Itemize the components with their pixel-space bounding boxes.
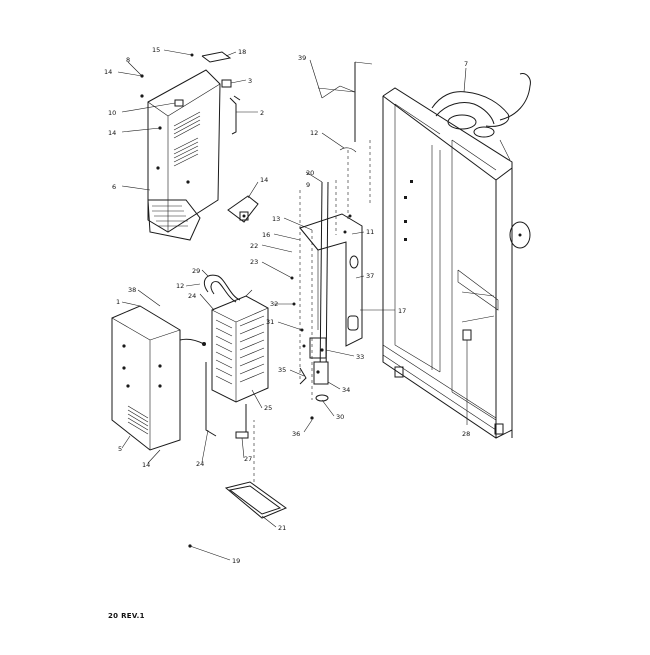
diagram-footer-code: 20 REV.1 xyxy=(108,612,145,620)
callout-2: 2 xyxy=(260,109,264,117)
callout-35: 35 xyxy=(278,366,286,374)
callout-34: 34 xyxy=(342,386,350,394)
callout-37: 37 xyxy=(366,272,374,280)
fan-motor-bracket xyxy=(227,195,259,223)
evaporator-cover-panel xyxy=(140,51,241,241)
callout-15-top: 15 xyxy=(152,46,160,54)
defrost-control-bracket xyxy=(290,180,363,420)
callout-36: 36 xyxy=(292,430,300,438)
callout-16: 16 xyxy=(262,231,270,239)
callout-39: 39 xyxy=(298,54,306,62)
drain-trough xyxy=(188,420,288,548)
callout-23: 23 xyxy=(250,258,258,266)
callout-31: 31 xyxy=(266,318,274,326)
callout-3: 3 xyxy=(248,77,252,85)
callout-25: 25 xyxy=(264,404,272,412)
callout-32: 32 xyxy=(270,300,278,308)
callout-29: 29 xyxy=(192,267,200,275)
callout-27: 27 xyxy=(244,455,252,463)
callout-28b: 28 xyxy=(462,430,470,438)
callout-19: 19 xyxy=(232,557,240,565)
callout-7: 7 xyxy=(464,60,468,68)
callout-1: 1 xyxy=(116,298,120,306)
callout-38: 38 xyxy=(128,286,136,294)
callout-12-mid: 12 xyxy=(176,282,184,290)
refrigerator-cabinet xyxy=(382,73,531,439)
callout-14-bracket: 14 xyxy=(260,176,268,184)
callout-21: 21 xyxy=(278,524,286,532)
wire-harness xyxy=(317,61,373,220)
callout-17: 17 xyxy=(398,307,406,315)
callout-8: 8 xyxy=(126,56,130,64)
callout-24-top: 24 xyxy=(188,292,196,300)
callout-20: 20 xyxy=(306,169,314,177)
callout-14-bottom: 14 xyxy=(142,461,150,469)
callout-11: 11 xyxy=(366,228,374,236)
callout-30: 30 xyxy=(336,413,344,421)
callout-33: 33 xyxy=(356,353,364,361)
callout-24-bottom: 24 xyxy=(196,460,204,468)
leader-lines xyxy=(117,49,467,561)
callout-5: 5 xyxy=(118,445,122,453)
callout-14-mid: 14 xyxy=(108,129,116,137)
rear-duct-panel xyxy=(111,305,181,451)
callout-9: 9 xyxy=(306,181,310,189)
callout-14-top: 14 xyxy=(104,68,112,76)
callout-22: 22 xyxy=(250,242,258,250)
callout-numbers: 15 18 8 14 3 2 10 14 6 14 39 7 12 20 9 1… xyxy=(104,46,470,565)
callout-10: 10 xyxy=(108,109,116,117)
callout-18-top: 18 xyxy=(238,48,246,56)
callout-6: 6 xyxy=(112,183,116,191)
callout-12-top: 12 xyxy=(310,129,318,137)
callout-13: 13 xyxy=(272,215,280,223)
